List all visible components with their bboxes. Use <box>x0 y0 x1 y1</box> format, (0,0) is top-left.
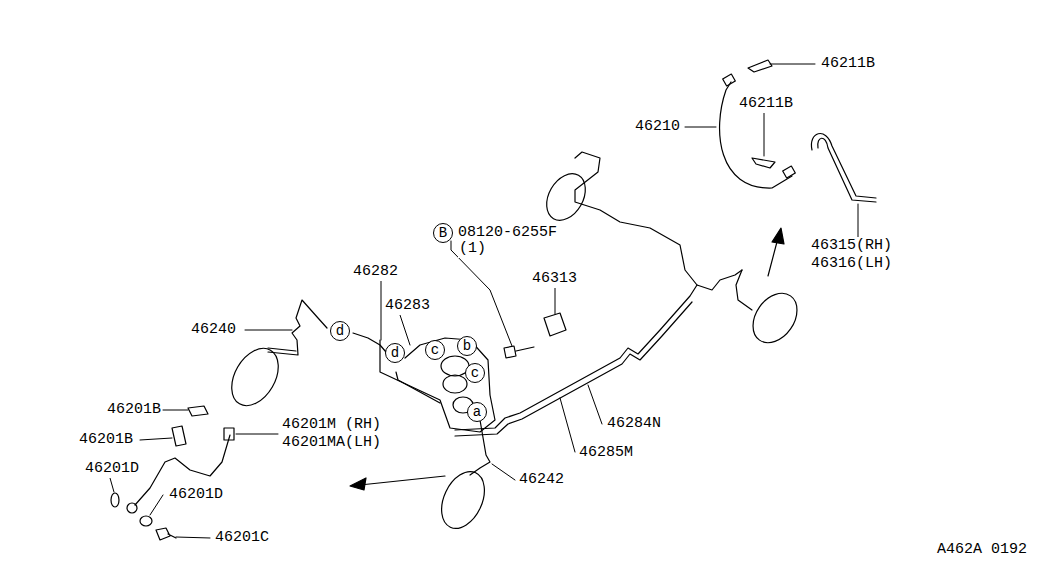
brake-pipe <box>811 134 876 198</box>
callout-number: 46211B <box>820 55 876 73</box>
circled-letter: B <box>433 223 453 243</box>
brake-pipe <box>818 138 876 202</box>
brake-pipe <box>396 372 440 403</box>
callout-number: 46316(LH) <box>810 255 893 273</box>
circled-letter: b <box>457 336 477 356</box>
brake-pipe <box>455 270 742 430</box>
brake-pipe <box>455 302 692 436</box>
circled-letter: a <box>467 402 487 422</box>
washer <box>111 493 119 507</box>
circled-letter: c <box>425 340 445 360</box>
clip <box>188 406 208 416</box>
callout-number: 46282 <box>352 263 399 281</box>
reference-letter: b <box>463 339 471 353</box>
hose-fitting <box>723 74 736 86</box>
callout-number: 46284N <box>606 415 662 433</box>
brake-pipe <box>736 270 752 310</box>
reference-letter: d <box>336 324 344 338</box>
clip <box>748 60 772 72</box>
callout-number: (1) <box>458 240 487 258</box>
brake-disc <box>539 167 593 227</box>
callout-number: A462A 0192 <box>936 541 1028 559</box>
direction-arrow <box>360 476 445 485</box>
callout-number: 46315(RH) <box>810 237 893 255</box>
hose-fitting <box>224 428 234 440</box>
callout-number: 46201B <box>78 431 134 449</box>
reference-letter: a <box>473 405 481 419</box>
brake-disc <box>433 465 493 535</box>
reference-letter: c <box>431 343 439 357</box>
arrow-head <box>350 478 366 490</box>
reference-letter: c <box>471 366 479 380</box>
valve-body <box>443 375 467 393</box>
callout-number: 46201C <box>214 529 270 547</box>
circled-letter: c <box>465 363 485 383</box>
callout-number: 46242 <box>518 471 565 489</box>
callout-number: 46240 <box>190 321 237 339</box>
bracket <box>544 313 566 336</box>
brake-pipe <box>268 348 296 351</box>
brake-disc <box>222 340 288 414</box>
brake-hose <box>135 435 230 505</box>
callout-number: 46283 <box>384 297 431 315</box>
valve-body <box>380 338 495 432</box>
hose-fitting <box>783 166 796 178</box>
callout-number: 46211B <box>738 95 794 113</box>
banjo-fitting <box>127 503 137 513</box>
brake-disc <box>744 285 806 351</box>
clip <box>172 426 186 446</box>
direction-arrow <box>768 238 778 276</box>
reference-letter: d <box>391 346 399 360</box>
circled-letter: d <box>330 321 350 341</box>
callout-number: 46201D <box>84 460 140 478</box>
brake-pipe <box>575 152 697 285</box>
reference-letter: B <box>439 226 447 240</box>
leader-lines <box>110 64 858 538</box>
callout-number: 46201B <box>106 401 162 419</box>
washer <box>140 516 152 526</box>
callout-number: 46201MA(LH) <box>281 434 382 452</box>
callout-number: 46285M <box>578 444 634 462</box>
bolt <box>504 346 534 358</box>
arrow-head <box>772 228 784 244</box>
brake-pipe <box>268 300 327 355</box>
clip <box>752 158 775 168</box>
bolt <box>156 528 176 540</box>
callout-number: 46313 <box>531 270 578 288</box>
callout-number: 46201M (RH) <box>281 416 382 434</box>
callout-number: 46210 <box>634 118 681 136</box>
circled-letter: d <box>385 343 405 363</box>
callout-number: 46201D <box>168 486 224 504</box>
